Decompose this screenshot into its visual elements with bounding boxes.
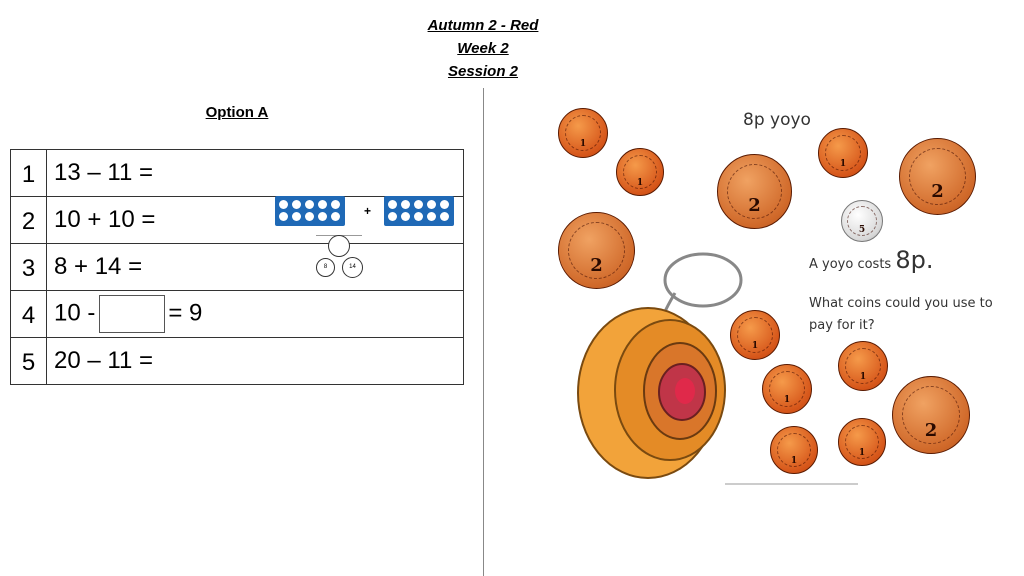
cost-price: 8p.: [895, 246, 934, 274]
two-pence-coin: 2: [717, 154, 792, 229]
question-number: 4: [10, 290, 47, 338]
ten-frame-counter: [318, 212, 327, 221]
ten-frame-counter: [388, 212, 397, 221]
two-pence-coin: 2: [892, 376, 970, 454]
part-whole-left-circle: 8: [316, 258, 335, 277]
coin-value: 2: [748, 195, 761, 217]
missing-number-box[interactable]: [99, 295, 166, 333]
coin-value: 1: [636, 177, 644, 188]
vertical-divider: [483, 88, 484, 576]
coin-value: 1: [858, 447, 866, 458]
ten-frame-counter: [427, 212, 436, 221]
ten-frame-counter: [279, 200, 288, 209]
expression-before: 10 -: [54, 299, 96, 327]
question-expression: 20 – 11 =: [46, 337, 464, 385]
one-pence-coin: 1: [762, 364, 812, 414]
question-row-3: 3 8 + 14 =: [10, 243, 464, 291]
question-line-1: What coins could you use to: [809, 296, 993, 311]
yoyo-coins-panel: 1 1 2 1 2 5 2 1 1 1 2 1 1 8p yoyo A yoyo…: [540, 88, 1010, 498]
one-pence-coin: 1: [730, 310, 780, 360]
coin-value: 1: [790, 455, 798, 466]
ten-frame-counter: [440, 212, 449, 221]
one-pence-coin: 1: [818, 128, 868, 178]
ten-frame-counter: [427, 200, 436, 209]
part-right-value: 14: [349, 264, 356, 270]
question-row-1: 1 13 – 11 =: [10, 149, 464, 197]
header-line-3: Session 2: [447, 63, 519, 80]
one-pence-coin: 1: [616, 148, 664, 196]
one-pence-coin: 1: [558, 108, 608, 158]
plus-sign: +: [364, 204, 372, 218]
ten-frame-counter: [414, 200, 423, 209]
yoyo-string-loop: [663, 252, 743, 308]
ten-frame-counter: [318, 200, 327, 209]
question-expression: 10 - = 9: [46, 290, 464, 338]
one-pence-coin: 1: [838, 418, 886, 466]
ten-frame-counter: [388, 200, 397, 209]
ten-frame-counter: [292, 212, 301, 221]
header-line-1: Autumn 2 - Red: [427, 17, 539, 34]
coin-value: 1: [579, 139, 587, 150]
ten-frame-counter: [305, 200, 314, 209]
coin-value: 1: [859, 372, 867, 383]
yoyo-title: 8p yoyo: [743, 110, 811, 130]
question-number: 1: [10, 149, 47, 197]
ten-frame-counter: [331, 200, 340, 209]
coin-value: 5: [858, 224, 866, 235]
header-line-2: Week 2: [457, 40, 509, 57]
coin-value: 2: [590, 255, 603, 276]
ten-frame-counter: [331, 212, 340, 221]
question-number: 2: [10, 196, 47, 244]
five-pence-coin: 5: [841, 200, 883, 242]
one-pence-coin: 1: [838, 341, 888, 391]
ten-frame-counter: [401, 212, 410, 221]
question-number: 3: [10, 243, 47, 291]
part-whole-right-circle: 14: [342, 257, 363, 278]
ten-frame-counter: [440, 200, 449, 209]
session-header: Autumn 2 - Red Week 2 Session 2: [380, 14, 586, 83]
cost-prefix: A yoyo costs: [809, 257, 892, 272]
ten-frame-right: [384, 196, 454, 226]
ten-frame-left: [275, 196, 345, 226]
ten-frame-counter: [401, 200, 410, 209]
coin-value: 1: [783, 395, 791, 406]
yoyo-illustration: [577, 252, 858, 485]
question-row-4: 4 10 - = 9: [10, 290, 464, 338]
yoyo-cost-text: A yoyo costs 8p.: [809, 246, 933, 274]
coin-value: 1: [839, 159, 847, 170]
one-pence-coin: 1: [770, 426, 818, 474]
coin-value: 2: [924, 419, 938, 441]
two-pence-coin: 2: [899, 138, 976, 215]
question-expression: 13 – 11 =: [46, 149, 464, 197]
coin-value: 2: [931, 181, 944, 202]
question-expression: 8 + 14 =: [46, 243, 464, 291]
question-row-5: 5 20 – 11 =: [10, 337, 464, 385]
part-left-value: 8: [323, 264, 328, 270]
option-title: Option A: [205, 104, 269, 121]
ten-frame-counter: [279, 212, 288, 221]
yoyo-question: What coins could you use to pay for it?: [809, 293, 993, 337]
part-whole-whole-circle: [328, 235, 350, 257]
question-line-2: pay for it?: [809, 318, 875, 333]
ten-frame-counter: [414, 212, 423, 221]
ten-frame-counter: [292, 200, 301, 209]
ten-frame-counter: [305, 212, 314, 221]
coin-value: 1: [751, 341, 759, 352]
questions-table: 1 13 – 11 = 2 10 + 10 = 3 8 + 14 = 4 10 …: [10, 149, 464, 385]
two-pence-coin: 2: [558, 212, 635, 289]
question-number: 5: [10, 337, 47, 385]
expression-after: = 9: [168, 299, 203, 327]
